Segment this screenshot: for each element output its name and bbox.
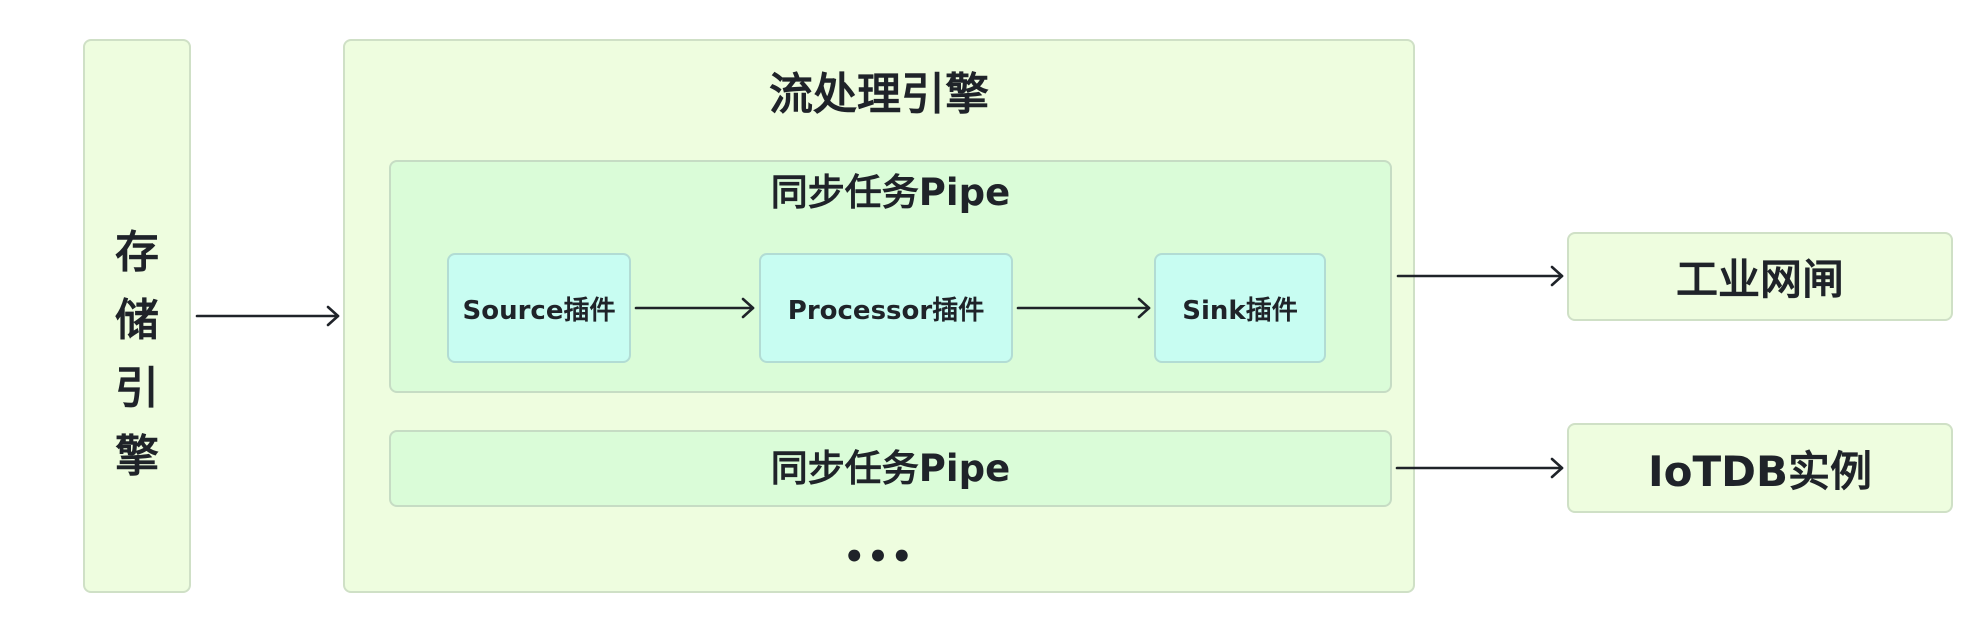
storage-engine-label: 存 储 引 擎 — [85, 219, 189, 491]
storage-engine-char: 存 — [115, 227, 159, 278]
arrow-pipe-to-gateway — [1396, 265, 1564, 287]
more-pipes-ellipsis: ••• — [843, 537, 915, 577]
iotdb-instance-label: IoTDB实例 — [1647, 446, 1872, 496]
industrial-gateway-box: 工业网闸 — [1567, 232, 1953, 321]
arrow-storage-to-engine — [195, 305, 340, 327]
source-plugin-label: Source插件 — [462, 295, 616, 326]
storage-engine-char: 引 — [115, 363, 159, 414]
sync-pipe-title-2: 同步任务Pipe — [770, 446, 1011, 490]
sink-plugin-label: Sink插件 — [1182, 295, 1298, 326]
sync-pipe-title: 同步任务Pipe — [770, 171, 1011, 214]
processor-plugin-box: Processor插件 — [759, 253, 1013, 363]
sync-pipe-box-2: 同步任务Pipe — [389, 430, 1392, 507]
iotdb-instance-box: IoTDB实例 — [1567, 423, 1953, 513]
storage-engine-box: 存 储 引 擎 — [83, 39, 191, 593]
arrow-pipe-to-iotdb — [1395, 457, 1564, 479]
processor-plugin-label: Processor插件 — [787, 295, 985, 326]
storage-engine-char: 擎 — [115, 431, 159, 482]
source-plugin-box: Source插件 — [447, 253, 631, 363]
stream-engine-title: 流处理引擎 — [769, 69, 989, 120]
storage-engine-char: 储 — [115, 295, 159, 346]
sink-plugin-box: Sink插件 — [1154, 253, 1326, 363]
industrial-gateway-label: 工业网闸 — [1675, 255, 1844, 304]
